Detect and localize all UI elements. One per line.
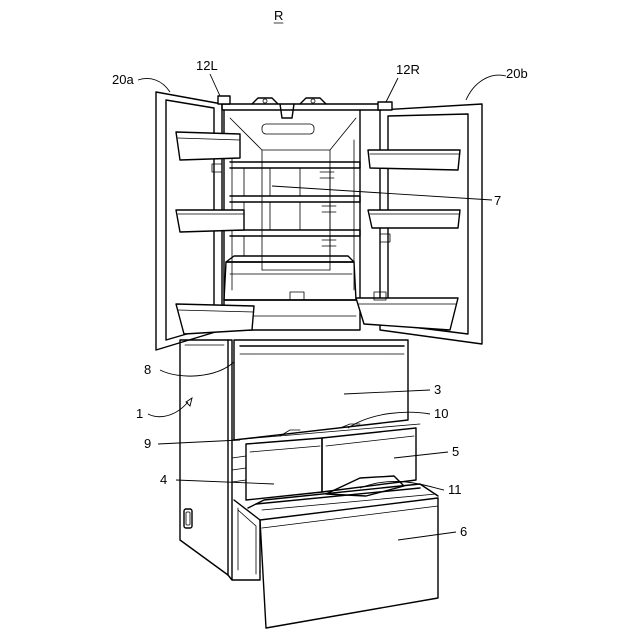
- leader-12R: [386, 78, 398, 102]
- label-12L: 12L: [196, 58, 218, 73]
- label-20a: 20a: [112, 72, 134, 87]
- leader-1: [148, 402, 188, 417]
- right-door: [356, 102, 482, 344]
- label-3: 3: [434, 382, 441, 397]
- left-door: [156, 92, 254, 350]
- reference-labels: 20a 12L 12R 20b 7 8 3 1 10 9 5 4 11 6: [112, 58, 528, 539]
- label-20b: 20b: [506, 66, 528, 81]
- leader-8: [160, 362, 234, 376]
- label-4: 4: [160, 472, 167, 487]
- label-7: 7: [494, 193, 501, 208]
- label-9: 9: [144, 436, 151, 451]
- label-8: 8: [144, 362, 151, 377]
- label-11: 11: [448, 482, 462, 497]
- upper-freezer-drawer: [234, 340, 408, 440]
- leader-6: [398, 532, 456, 540]
- label-12R: 12R: [396, 62, 420, 77]
- label-1: 1: [136, 406, 143, 421]
- fridge-interior: [222, 98, 380, 330]
- leader-5: [394, 452, 448, 458]
- label-5: 5: [452, 444, 459, 459]
- leader-4: [176, 480, 274, 484]
- figure-title-letter: R: [274, 8, 283, 23]
- leader-7: [272, 186, 492, 200]
- label-10: 10: [434, 406, 448, 421]
- bottom-vegetable-drawer: [234, 476, 438, 628]
- leader-20a: [138, 79, 170, 93]
- leader-1-arrow: [186, 398, 192, 406]
- leader-20b: [466, 75, 506, 100]
- leader-12L: [210, 74, 220, 96]
- label-6: 6: [460, 524, 467, 539]
- leader-3: [344, 390, 430, 394]
